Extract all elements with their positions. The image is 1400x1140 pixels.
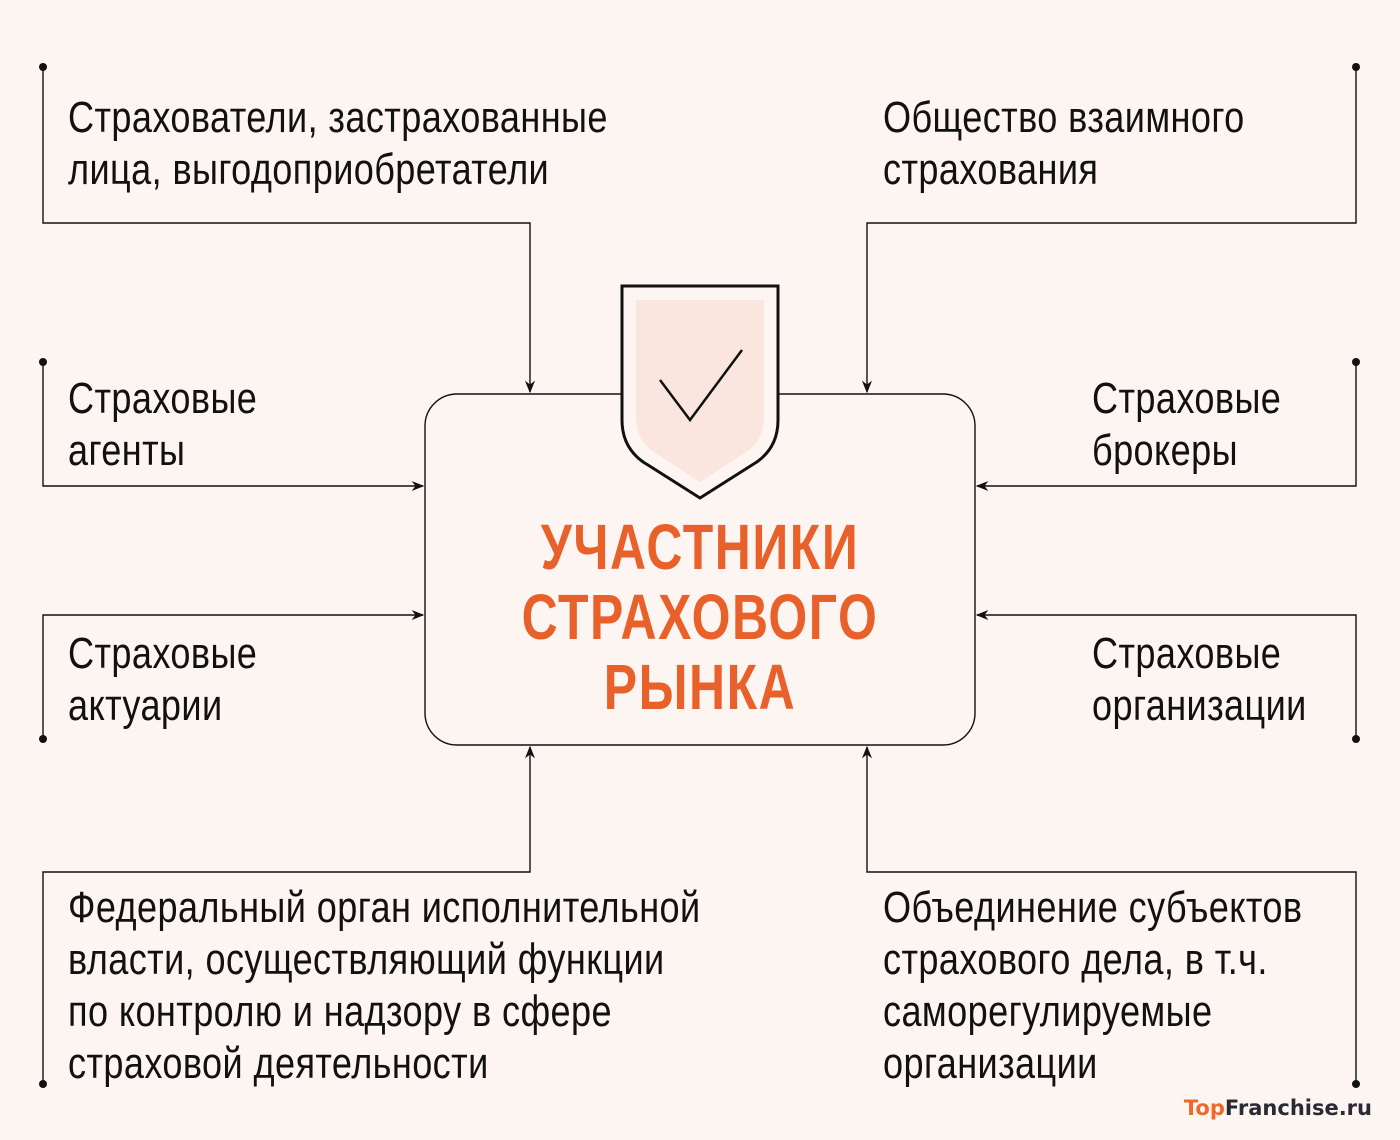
- participant-organizations: Страховые организации: [1092, 628, 1307, 732]
- label-line: страхового дела, в т.ч.: [883, 935, 1268, 984]
- label-line: Страховые: [1092, 374, 1282, 423]
- label-line: Объединение субъектов: [883, 883, 1303, 932]
- label-line: организации: [883, 1039, 1098, 1088]
- label-line: по контролю и надзору в сфере: [68, 987, 612, 1036]
- label-line: организации: [1092, 681, 1307, 730]
- diagram-title: УЧАСТНИКИ СТРАХОВОГО РЫНКА: [425, 512, 975, 722]
- participant-policyholders: Страхователи, застрахованные лица, выгод…: [68, 92, 608, 196]
- brand-part-top: Top: [1183, 1096, 1225, 1120]
- participant-federal-authority: Федеральный орган исполнительной власти,…: [68, 882, 701, 1090]
- label-line: лица, выгодоприобретатели: [68, 145, 550, 194]
- participant-brokers: Страховые брокеры: [1092, 373, 1281, 477]
- title-line: СТРАХОВОГО: [521, 581, 879, 653]
- label-line: Общество взаимного: [883, 93, 1245, 142]
- label-line: Федеральный орган исполнительной: [68, 883, 701, 932]
- participant-actuaries: Страховые актуарии: [68, 628, 257, 732]
- label-line: Страховые: [1092, 629, 1282, 678]
- label-line: агенты: [68, 426, 186, 475]
- label-line: актуарии: [68, 681, 223, 730]
- label-line: власти, осуществляющий функции: [68, 935, 665, 984]
- participant-mutual-insurance: Общество взаимного страхования: [883, 92, 1245, 196]
- participant-agents: Страховые агенты: [68, 373, 257, 477]
- shield-check-icon: [620, 284, 780, 500]
- label-line: страховой деятельности: [68, 1039, 489, 1088]
- participant-associations: Объединение субъектов страхового дела, в…: [883, 882, 1302, 1090]
- label-line: саморегулируемые: [883, 987, 1213, 1036]
- title-line: РЫНКА: [603, 651, 797, 723]
- label-line: Страховые: [68, 374, 258, 423]
- brand-logo: TopFranchise.ru: [1184, 1096, 1372, 1120]
- label-line: Страховые: [68, 629, 258, 678]
- title-line: УЧАСТНИКИ: [540, 511, 860, 583]
- label-line: брокеры: [1092, 426, 1238, 475]
- label-line: страхования: [883, 145, 1099, 194]
- label-line: Страхователи, застрахованные: [68, 93, 608, 142]
- brand-part-franchise: Franchise.ru: [1224, 1096, 1372, 1120]
